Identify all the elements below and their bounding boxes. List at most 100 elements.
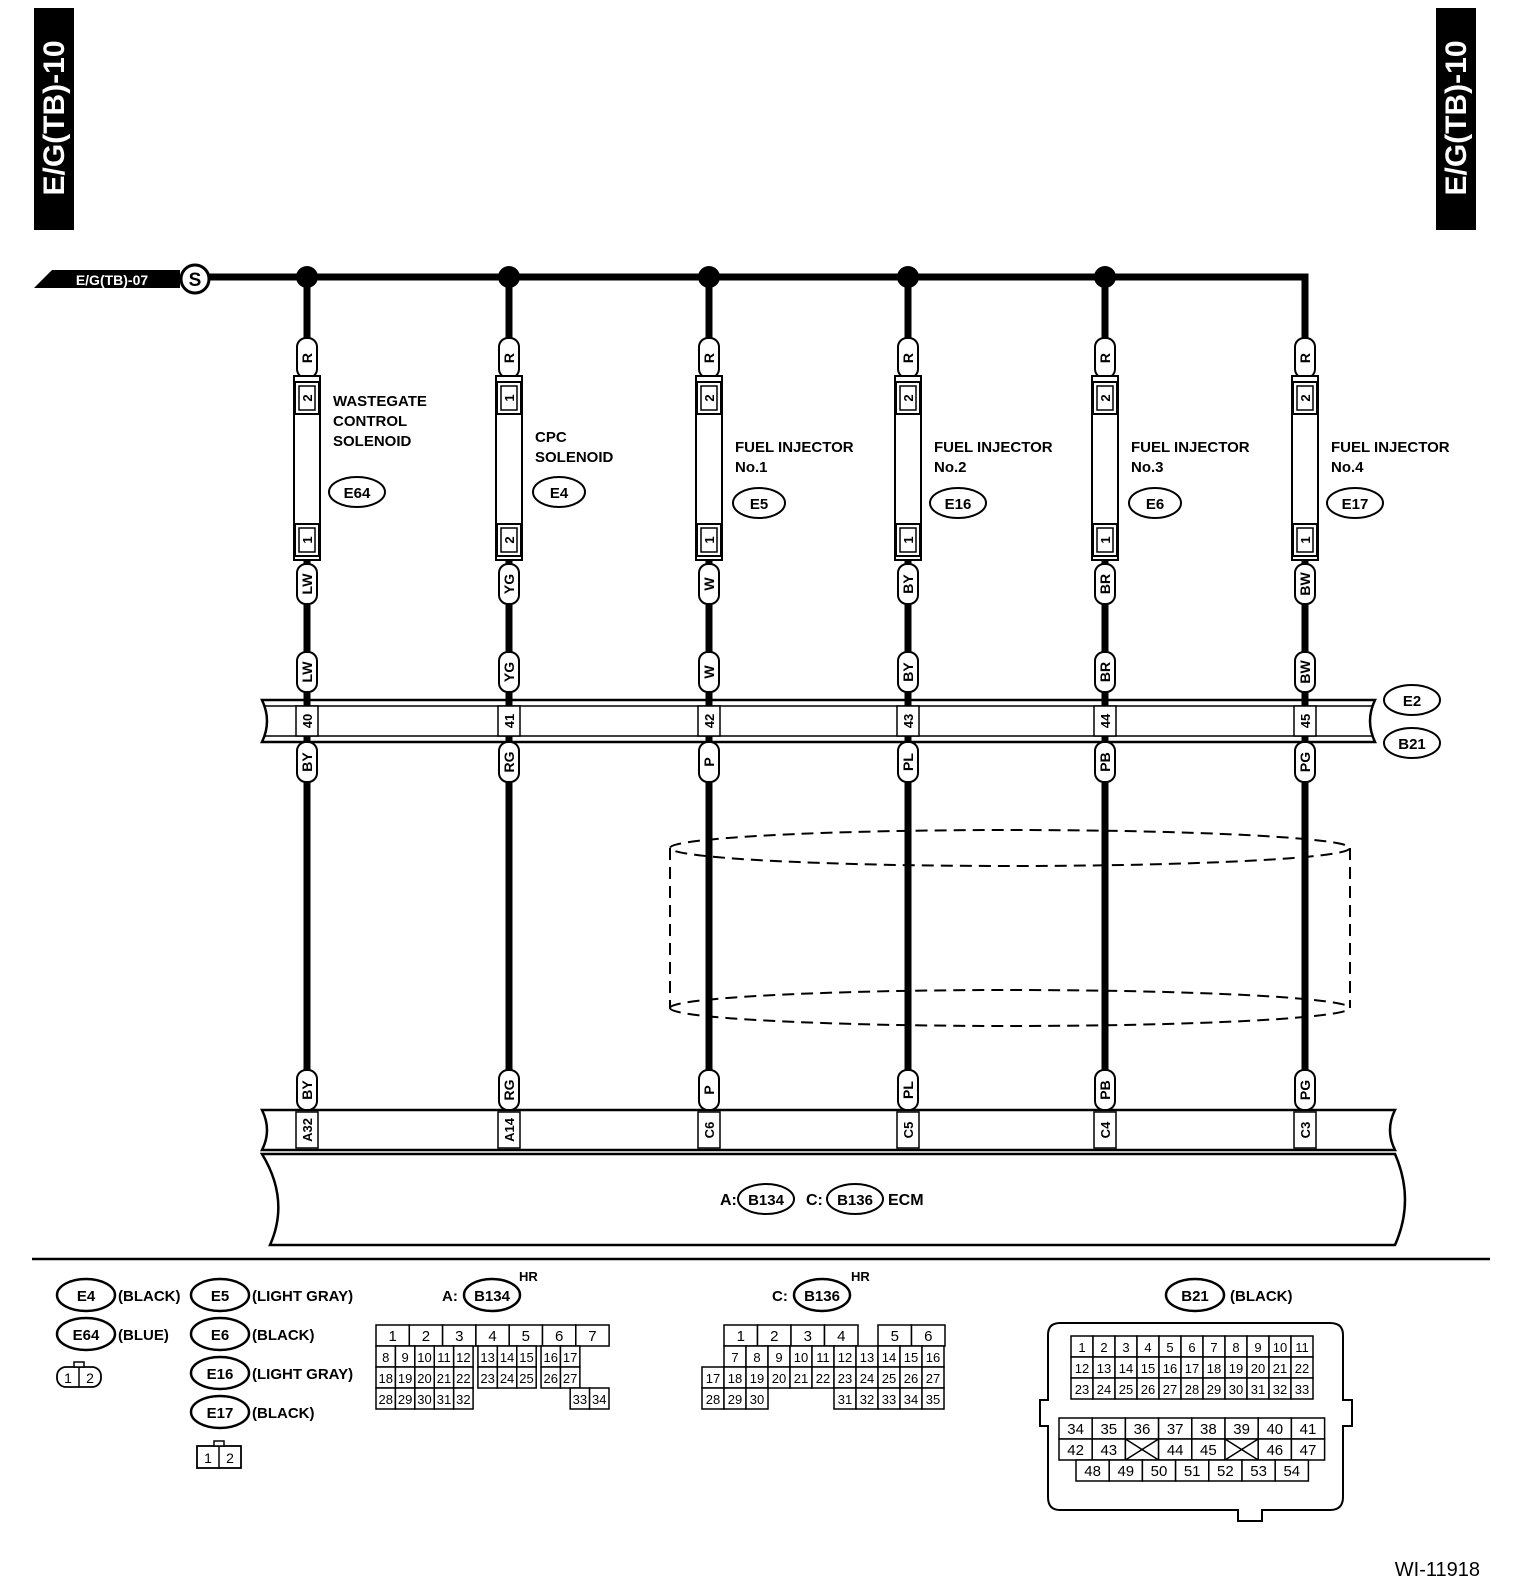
pin-cell-label: 30 xyxy=(1229,1382,1243,1397)
two-pin-1: 1 xyxy=(64,1370,72,1386)
supply-bus-line xyxy=(209,273,1309,330)
pin-cell-label: 31 xyxy=(437,1392,451,1407)
component-bottom-pin-text: 2 xyxy=(502,536,517,543)
junction-dot xyxy=(698,266,720,288)
pin-cell-label: 26 xyxy=(544,1371,558,1386)
supply-source-tag: E/G(TB)-07 S xyxy=(34,263,211,295)
legend-conn-label: B136 xyxy=(804,1288,840,1305)
top-wire-color-text: R xyxy=(299,353,315,363)
pin-cell-label: 18 xyxy=(1207,1361,1221,1376)
pin-cell-label: 7 xyxy=(1210,1340,1217,1355)
ecm-block: A: B134 C: B136 ECM xyxy=(259,1108,1407,1247)
pin-cell-label: 10 xyxy=(417,1350,431,1365)
pin-cell-label: 31 xyxy=(1251,1382,1265,1397)
pin-cell-label: 12 xyxy=(1075,1361,1089,1376)
legend-conn-color: (BLUE) xyxy=(118,1327,169,1344)
component-bottom-pin-text: 1 xyxy=(300,536,315,543)
legend-conn-color: (LIGHT GRAY) xyxy=(252,1366,353,1383)
pin-cell-label: 33 xyxy=(1295,1382,1309,1397)
component-connector-label: E64 xyxy=(344,485,371,502)
pin-cell-label: 29 xyxy=(1207,1382,1221,1397)
bottom-wire-color-text: BR xyxy=(1097,574,1113,594)
pin-cell-label: 5 xyxy=(522,1328,530,1345)
component-top-pin-text: 2 xyxy=(901,394,916,401)
ecm-conn-a: B134 xyxy=(748,1192,785,1209)
b136-prefix: C: xyxy=(772,1288,788,1305)
joint-e2-wire-color-text: BW xyxy=(1297,660,1313,684)
circuit-columns: R21LWLW40BYBYA32WASTEGATECONTROLSOLENOID… xyxy=(293,266,1450,1149)
component-name-line: CPC xyxy=(535,429,567,446)
pin-cell-label: 10 xyxy=(794,1350,808,1365)
ecm-prefix-c: C: xyxy=(806,1192,823,1209)
pin-cell-label: 1 xyxy=(388,1328,396,1345)
pin-cell-label: 10 xyxy=(1273,1340,1287,1355)
component-name-line: No.2 xyxy=(934,459,967,476)
top-wire-color-text: R xyxy=(701,353,717,363)
bottom-wire-color: W xyxy=(698,563,720,605)
component-top-pin-text: 2 xyxy=(300,394,315,401)
two-pin-2: 2 xyxy=(86,1370,94,1386)
component-connector-badge xyxy=(1326,487,1384,519)
pin-cell-label: 17 xyxy=(563,1350,577,1365)
component-connector-badge xyxy=(929,487,987,519)
ecm-wire-color-text: PL xyxy=(900,1081,916,1099)
component-connector-label: E6 xyxy=(1146,496,1164,513)
pin-cell-label: 7 xyxy=(731,1350,738,1365)
pin-cell-label: 28 xyxy=(706,1392,720,1407)
pin-cell-label: 8 xyxy=(1232,1340,1239,1355)
pin-cell-label: 25 xyxy=(882,1371,896,1386)
pin-cell-label: 39 xyxy=(1233,1421,1250,1438)
top-wire-color-text: R xyxy=(1297,353,1313,363)
component-bottom-pin-text: 1 xyxy=(1298,536,1313,543)
legend-conn-badge xyxy=(55,1277,117,1313)
pin-cell-label: 40 xyxy=(1266,1421,1283,1438)
bottom-wire-color: BR xyxy=(1094,563,1116,605)
bottom-wire-color-text: BY xyxy=(900,574,916,594)
pin-cell-label: 16 xyxy=(926,1350,940,1365)
ecm-wire-color: PG xyxy=(1294,1069,1316,1111)
pin-cell-label: 25 xyxy=(1119,1382,1133,1397)
bottom-wire-color-text: YG xyxy=(501,574,517,594)
pin-cell-label: 4 xyxy=(488,1328,496,1345)
splice-symbol-text: S xyxy=(189,270,202,291)
joint-e2-wire-color-text: W xyxy=(701,665,717,679)
component-name-line: No.3 xyxy=(1131,459,1164,476)
pin-cell-label: 9 xyxy=(1254,1340,1261,1355)
joint-e2-label: E2 xyxy=(1403,693,1421,710)
pin-cell-label: 27 xyxy=(563,1371,577,1386)
legend-conn-label: E4 xyxy=(77,1288,96,1305)
pin-cell xyxy=(452,1387,474,1410)
component-bottom-pin: 1 xyxy=(294,523,320,557)
two-pin-1: 1 xyxy=(204,1450,212,1466)
joint-b21-wire-color-text: RG xyxy=(501,751,517,772)
pin-cell-label: 41 xyxy=(1300,1421,1317,1438)
pin-cell-label: 28 xyxy=(1185,1382,1199,1397)
ecm-pin: C3 xyxy=(1293,1111,1317,1149)
legend-conn-badge xyxy=(792,1277,852,1313)
junction-dot xyxy=(897,266,919,288)
pin-cell-label: 19 xyxy=(398,1371,412,1386)
pin-cell-label: 46 xyxy=(1266,1442,1283,1459)
pin-cell-label: 5 xyxy=(891,1328,899,1345)
top-wire-color: R xyxy=(897,337,919,379)
ecm-wire-color-text: BY xyxy=(299,1080,315,1100)
ecm-wire-color: PB xyxy=(1094,1069,1116,1111)
b136-hr: HR xyxy=(851,1269,870,1284)
ecm-pin: A32 xyxy=(295,1111,319,1149)
component-name-line: SOLENOID xyxy=(333,433,412,450)
component-name-line: CONTROL xyxy=(333,413,407,430)
junction-dot xyxy=(498,266,520,288)
pin-cell-label: 30 xyxy=(417,1392,431,1407)
pin-cell-label: 20 xyxy=(1251,1361,1265,1376)
pin-cell-label: 18 xyxy=(378,1371,392,1386)
legend-conn-label: E16 xyxy=(207,1366,234,1383)
component-name-line: FUEL INJECTOR xyxy=(1331,439,1450,456)
bottom-wire-color: BY xyxy=(897,563,919,605)
legend-conn-badge xyxy=(189,1394,251,1430)
pin-cell-label: 19 xyxy=(1229,1361,1243,1376)
pin-cell-label: 33 xyxy=(573,1392,587,1407)
joint-e2-wire-color: BR xyxy=(1094,651,1116,693)
